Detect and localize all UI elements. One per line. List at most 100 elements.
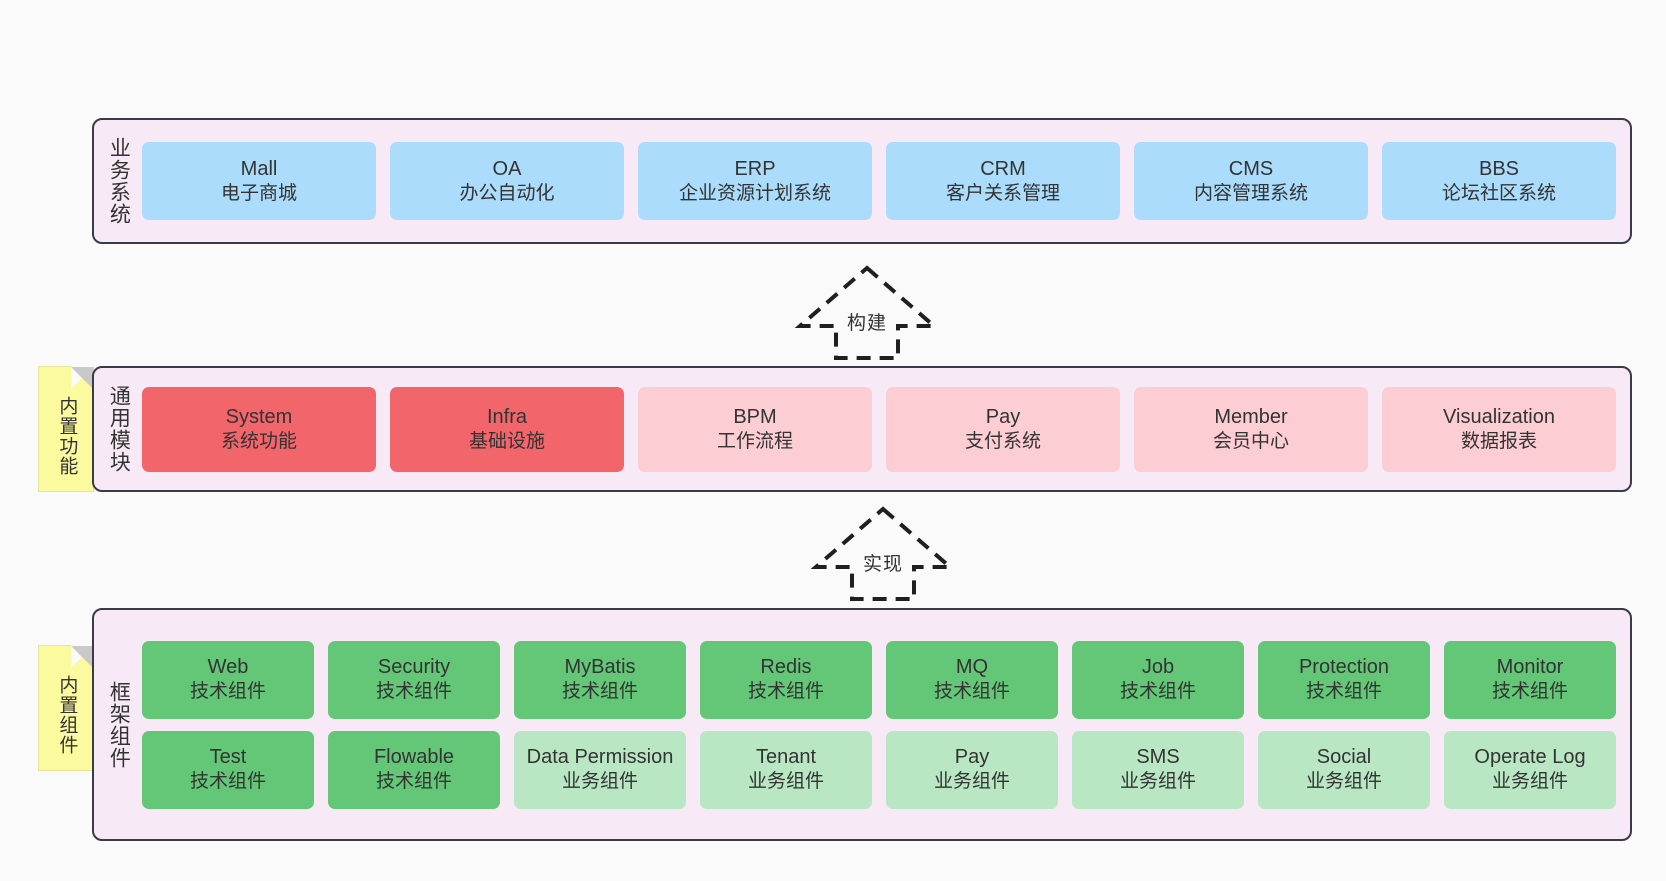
connector-build-label: 构建: [846, 313, 887, 334]
card-title-en: Redis: [760, 656, 812, 679]
card-title-en: Pay: [985, 405, 1021, 428]
card-title-en: Data Permission: [526, 746, 674, 769]
card-title-cn: 数据报表: [1460, 430, 1537, 452]
layer-title-modules: 通用模块: [107, 385, 131, 473]
card-title-en: Social: [1316, 746, 1372, 769]
card-title-cn: 技术组件: [1491, 681, 1568, 703]
card-mybatis[interactable]: MyBatis 技术组件: [514, 640, 686, 719]
card-crm[interactable]: CRM 客户关系管理: [886, 142, 1120, 220]
note-builtin-features: 内置功能: [38, 366, 94, 492]
framework-biz-row: Test 技术组件 Flowable 技术组件 Data Permission …: [142, 730, 1616, 809]
card-title-en: Monitor: [1496, 656, 1564, 679]
card-title-cn: 技术组件: [1305, 681, 1382, 703]
card-title-en: MQ: [955, 656, 989, 679]
card-tenant[interactable]: Tenant 业务组件: [700, 730, 872, 809]
card-redis[interactable]: Redis 技术组件: [700, 640, 872, 719]
card-title-en: System: [225, 405, 293, 428]
card-sms[interactable]: SMS 业务组件: [1072, 730, 1244, 809]
card-title-cn: 内容管理系统: [1193, 182, 1308, 204]
layer-title-business: 业务系统: [107, 137, 131, 225]
card-title-cn: 技术组件: [375, 771, 452, 793]
card-web[interactable]: Web 技术组件: [142, 640, 314, 719]
card-monitor[interactable]: Monitor 技术组件: [1444, 640, 1616, 719]
layer-framework-components: 框架组件 Web 技术组件 Security 技术组件 MyBatis 技术组件…: [92, 608, 1632, 841]
card-bbs[interactable]: BBS 论坛社区系统: [1382, 142, 1616, 220]
card-job[interactable]: Job 技术组件: [1072, 640, 1244, 719]
note-label: 内置组件: [56, 675, 78, 755]
card-title-en: Flowable: [373, 746, 455, 769]
card-title-cn: 技术组件: [375, 681, 452, 703]
layer-body-modules: System 系统功能 Infra 基础设施 BPM 工作流程 Pay 支付系统…: [138, 368, 1630, 490]
card-title-en: MyBatis: [564, 656, 636, 679]
card-title-en: Security: [377, 656, 451, 679]
card-title-en: Member: [1214, 405, 1288, 428]
framework-tech-row: Web 技术组件 Security 技术组件 MyBatis 技术组件 Redi…: [142, 640, 1616, 719]
card-title-cn: 工作流程: [716, 430, 793, 452]
card-mq[interactable]: MQ 技术组件: [886, 640, 1058, 719]
card-flowable[interactable]: Flowable 技术组件: [328, 730, 500, 809]
card-title-en: SMS: [1136, 746, 1180, 769]
note-builtin-components: 内置组件: [38, 645, 94, 771]
card-test[interactable]: Test 技术组件: [142, 730, 314, 809]
card-title-cn: 业务组件: [1491, 771, 1568, 793]
card-title-en: CRM: [980, 157, 1026, 180]
card-title-en: Mall: [240, 157, 278, 180]
card-protection[interactable]: Protection 技术组件: [1258, 640, 1430, 719]
card-title-en: Job: [1141, 656, 1175, 679]
card-title-cn: 业务组件: [561, 771, 638, 793]
card-title-cn: 技术组件: [1119, 681, 1196, 703]
card-title-cn: 电子商城: [220, 182, 297, 204]
note-label: 内置功能: [56, 396, 78, 476]
card-operate-log[interactable]: Operate Log 业务组件: [1444, 730, 1616, 809]
card-title-cn: 业务组件: [933, 771, 1010, 793]
layer-body-framework: Web 技术组件 Security 技术组件 MyBatis 技术组件 Redi…: [138, 610, 1630, 839]
card-title-en: Infra: [486, 405, 528, 428]
card-system[interactable]: System 系统功能: [142, 386, 376, 472]
card-title-en: Pay: [954, 746, 990, 769]
card-title-cn: 业务组件: [1119, 771, 1196, 793]
card-erp[interactable]: ERP 企业资源计划系统: [638, 142, 872, 220]
card-pay-component[interactable]: Pay 业务组件: [886, 730, 1058, 809]
card-title-cn: 技术组件: [747, 681, 824, 703]
card-social[interactable]: Social 业务组件: [1258, 730, 1430, 809]
card-title-cn: 基础设施: [468, 430, 545, 452]
card-title-en: Tenant: [755, 746, 817, 769]
layer-common-modules: 通用模块 System 系统功能 Infra 基础设施 BPM 工作流程 Pay…: [92, 366, 1632, 492]
card-title-cn: 技术组件: [189, 681, 266, 703]
card-visualization[interactable]: Visualization 数据报表: [1382, 386, 1616, 472]
card-title-cn: 技术组件: [189, 771, 266, 793]
card-bpm[interactable]: BPM 工作流程: [638, 386, 872, 472]
card-title-en: Visualization: [1443, 405, 1555, 428]
card-title-cn: 论坛社区系统: [1441, 182, 1556, 204]
layer-body-business: Mall 电子商城 OA 办公自动化 ERP 企业资源计划系统 CRM 客户关系…: [138, 120, 1630, 242]
card-title-cn: 系统功能: [220, 430, 297, 452]
card-title-en: BPM: [733, 405, 777, 428]
card-title-cn: 企业资源计划系统: [678, 182, 831, 204]
card-mall[interactable]: Mall 电子商城: [142, 142, 376, 220]
card-title-en: OA: [492, 157, 522, 180]
card-title-en: Operate Log: [1474, 746, 1586, 769]
layer-business-systems: 业务系统 Mall 电子商城 OA 办公自动化 ERP 企业资源计划系统 CRM…: [92, 118, 1632, 244]
card-infra[interactable]: Infra 基础设施: [390, 386, 624, 472]
card-security[interactable]: Security 技术组件: [328, 640, 500, 719]
card-oa[interactable]: OA 办公自动化: [390, 142, 624, 220]
card-member[interactable]: Member 会员中心: [1134, 386, 1368, 472]
card-title-cn: 会员中心: [1212, 430, 1289, 452]
card-title-en: Test: [209, 746, 247, 769]
card-title-cn: 业务组件: [747, 771, 824, 793]
card-title-cn: 支付系统: [964, 430, 1041, 452]
card-title-cn: 技术组件: [561, 681, 638, 703]
card-title-en: Protection: [1298, 656, 1390, 679]
card-cms[interactable]: CMS 内容管理系统: [1134, 142, 1368, 220]
layer-title-framework: 框架组件: [107, 680, 131, 769]
card-title-cn: 办公自动化: [459, 182, 555, 204]
card-title-cn: 技术组件: [933, 681, 1010, 703]
connector-implement-label: 实现: [862, 554, 903, 575]
connector-implement: 实现: [808, 505, 958, 603]
card-pay-module[interactable]: Pay 支付系统: [886, 386, 1120, 472]
card-data-permission[interactable]: Data Permission 业务组件: [514, 730, 686, 809]
connector-build: 构建: [792, 264, 942, 362]
card-title-cn: 客户关系管理: [945, 182, 1060, 204]
card-title-en: BBS: [1478, 157, 1520, 180]
